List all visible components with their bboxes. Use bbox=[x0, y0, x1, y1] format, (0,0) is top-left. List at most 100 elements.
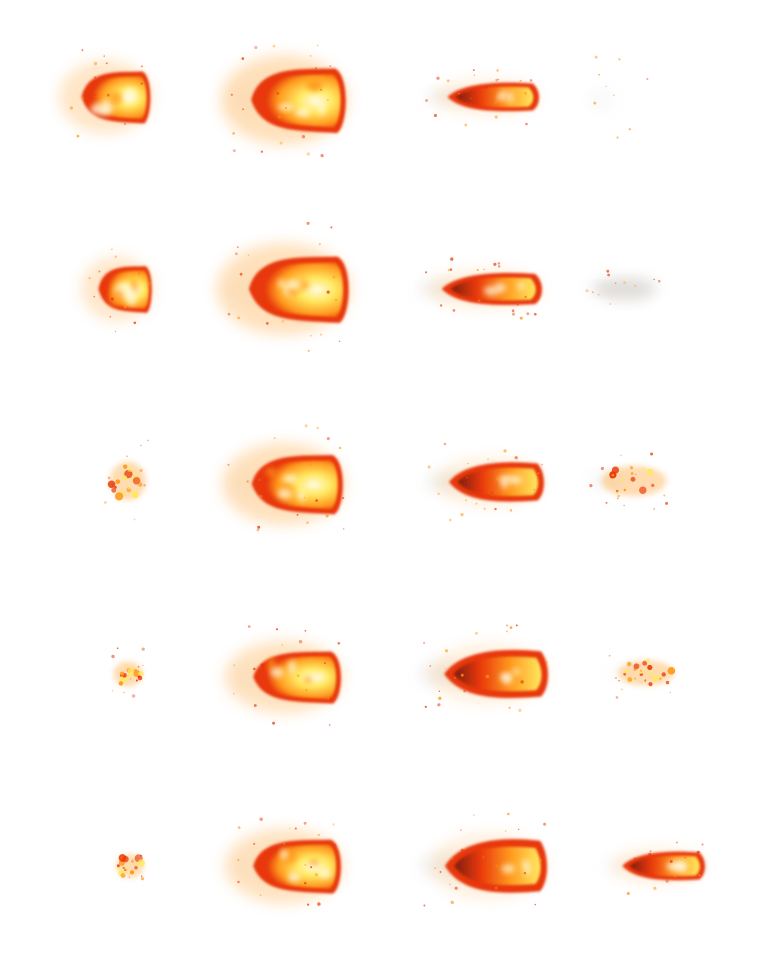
spark-particle bbox=[496, 69, 499, 72]
spark-particle bbox=[606, 269, 610, 273]
spark-particle bbox=[260, 150, 264, 153]
spark-particle bbox=[246, 480, 249, 483]
ember-particle bbox=[646, 468, 654, 476]
spark-particle bbox=[479, 881, 481, 884]
spark-particle bbox=[304, 629, 307, 632]
spark-particle bbox=[279, 141, 283, 145]
spark-particle bbox=[613, 94, 615, 97]
spark-particle bbox=[509, 626, 513, 629]
spark-particle bbox=[103, 501, 107, 504]
spark-particle bbox=[276, 92, 280, 95]
ember-particle bbox=[120, 873, 126, 879]
spark-particle bbox=[460, 829, 462, 831]
flame-hotspot bbox=[295, 107, 311, 118]
spark-particle bbox=[93, 295, 96, 298]
spark-particle bbox=[106, 93, 110, 97]
ember-particle bbox=[645, 658, 650, 663]
fire-sprite-stream bbox=[418, 624, 548, 712]
spark-particle bbox=[133, 321, 137, 325]
spark-particle bbox=[327, 99, 329, 101]
flame-hotspot bbox=[125, 290, 137, 306]
fire-sprite-stream bbox=[601, 841, 705, 895]
spark-particle bbox=[253, 842, 256, 845]
spark-particle bbox=[465, 499, 467, 502]
spark-particle bbox=[120, 856, 123, 859]
spark-particle bbox=[497, 262, 501, 265]
fire-sprite-sparks bbox=[588, 55, 649, 139]
spark-particle bbox=[609, 303, 612, 305]
ember-particle bbox=[138, 670, 144, 677]
spark-particle bbox=[605, 501, 608, 504]
ember-particle bbox=[626, 661, 632, 667]
spark-particle bbox=[684, 856, 687, 859]
spark-particle bbox=[449, 268, 453, 271]
sprite-frame-r1-c4 bbox=[576, 0, 768, 192]
spark-particle bbox=[257, 525, 261, 529]
spark-particle bbox=[308, 462, 312, 466]
spark-particle bbox=[515, 624, 518, 627]
spark-particle bbox=[306, 152, 310, 156]
spark-particle bbox=[129, 678, 132, 680]
spark-particle bbox=[470, 97, 472, 99]
spark-particle bbox=[310, 866, 313, 869]
spark-particle bbox=[265, 322, 269, 325]
ember-particle bbox=[132, 477, 141, 485]
spark-particle bbox=[698, 874, 701, 877]
spark-particle bbox=[329, 697, 333, 701]
ember-particle bbox=[114, 492, 124, 501]
ember-particle bbox=[647, 664, 653, 671]
spark-particle bbox=[76, 134, 80, 138]
spark-particle bbox=[301, 135, 306, 139]
sprite-frame-r2-c4 bbox=[576, 192, 768, 384]
spark-particle bbox=[504, 655, 507, 657]
spark-particle bbox=[498, 265, 501, 268]
spark-particle bbox=[511, 309, 515, 312]
spark-particle bbox=[327, 697, 330, 700]
spark-particle bbox=[626, 892, 630, 895]
spark-particle bbox=[614, 676, 617, 680]
spark-particle bbox=[328, 724, 331, 726]
flame-hotspot bbox=[280, 848, 288, 860]
flame-hotspot bbox=[499, 673, 511, 682]
spark-particle bbox=[326, 437, 330, 441]
spark-particle bbox=[451, 857, 454, 860]
spark-particle bbox=[472, 69, 475, 71]
spark-particle bbox=[237, 246, 239, 248]
spark-particle bbox=[436, 76, 440, 80]
spark-particle bbox=[539, 882, 542, 884]
spark-particle bbox=[665, 879, 669, 883]
spark-particle bbox=[504, 830, 507, 832]
spark-particle bbox=[444, 649, 449, 653]
spark-particle bbox=[669, 860, 673, 863]
ember-particle bbox=[135, 679, 138, 682]
spark-particle bbox=[314, 67, 317, 70]
spark-particle bbox=[589, 484, 593, 488]
ember-particle bbox=[642, 467, 646, 471]
spark-particle bbox=[524, 295, 527, 298]
flame-core bbox=[259, 656, 337, 700]
sprite-frame-r2-c2 bbox=[192, 192, 384, 384]
spark-particle bbox=[520, 680, 524, 684]
spark-particle bbox=[237, 316, 240, 320]
spark-particle bbox=[141, 65, 143, 68]
spark-particle bbox=[304, 424, 308, 428]
spark-particle bbox=[235, 252, 238, 256]
spark-particle bbox=[253, 704, 257, 707]
spark-particle bbox=[116, 647, 119, 649]
flame-hotspot bbox=[678, 861, 687, 873]
spark-particle bbox=[81, 49, 84, 52]
spark-particle bbox=[464, 123, 468, 127]
ember-particle bbox=[129, 870, 135, 875]
spark-particle bbox=[434, 867, 436, 869]
spark-particle bbox=[242, 108, 244, 110]
spark-particle bbox=[253, 667, 256, 671]
spark-particle bbox=[141, 647, 145, 651]
spark-particle bbox=[701, 843, 704, 846]
ember-particle bbox=[107, 480, 116, 489]
spark-particle bbox=[126, 455, 128, 458]
spark-particle bbox=[634, 677, 637, 680]
spark-particle bbox=[620, 688, 623, 691]
spark-particle bbox=[523, 872, 527, 875]
spark-particle bbox=[111, 654, 115, 659]
fire-sprite-burst bbox=[81, 248, 153, 333]
